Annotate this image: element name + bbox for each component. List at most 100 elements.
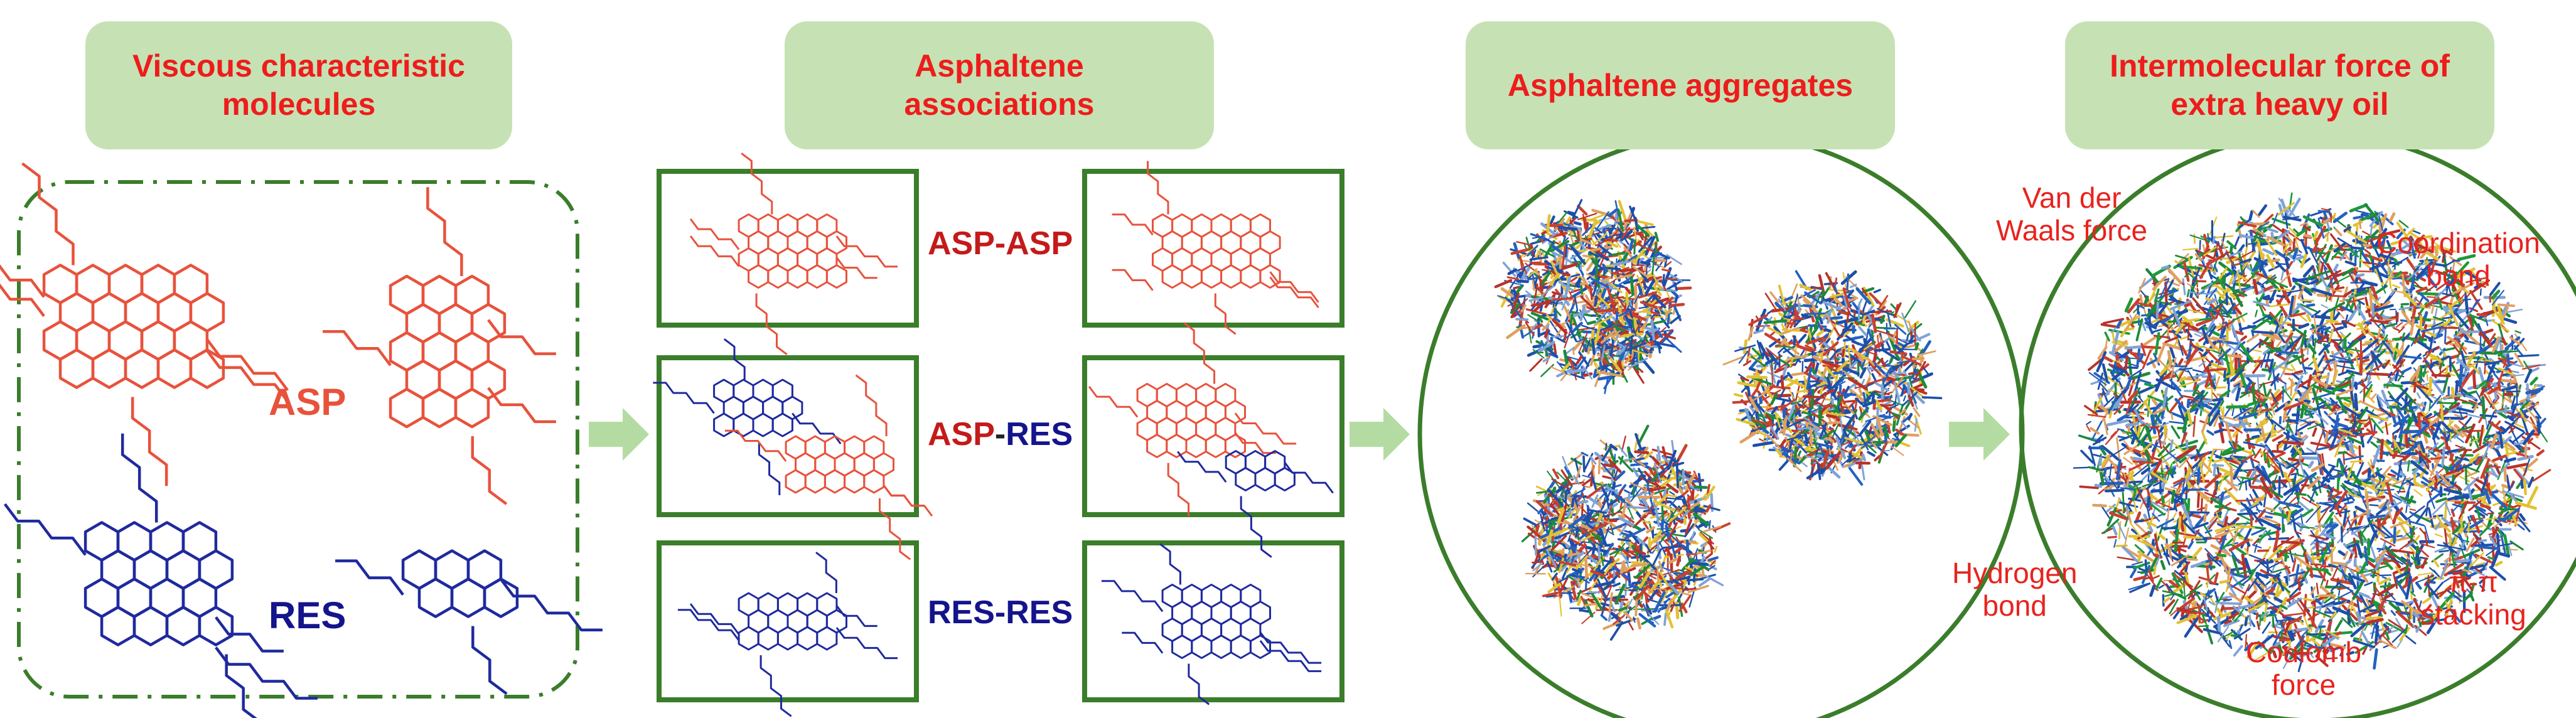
alkyl-chain: [1122, 631, 1164, 654]
atom-bond: [1881, 383, 1884, 403]
alkyl-chain: [724, 429, 787, 462]
atom-bond: [1876, 415, 1884, 437]
atom-bond: [2208, 366, 2226, 377]
atom-bond: [2417, 572, 2434, 576]
atom-bond: [2196, 316, 2218, 327]
atom-bond: [1564, 490, 1567, 504]
atom-bond: [2447, 493, 2469, 501]
atom-bond: [2230, 573, 2243, 589]
alkyl-chain: [835, 605, 877, 627]
atom-bond: [2354, 462, 2364, 481]
atom-bond: [1922, 366, 1930, 376]
atom-bond: [1803, 375, 1808, 394]
atom-bond: [1506, 324, 1526, 340]
atom-bond: [2164, 487, 2181, 495]
atom-bond: [2189, 284, 2199, 299]
alkyl-chain: [1284, 462, 1334, 494]
atom-bond: [1582, 478, 1593, 486]
atom-bond: [1666, 449, 1677, 471]
atom-bond: [2172, 497, 2177, 512]
atom-bond: [1661, 506, 1665, 521]
atom-bond: [1661, 268, 1671, 272]
atom-bond: [2400, 367, 2412, 374]
atom-bond: [2469, 314, 2487, 322]
atom-bond: [2194, 333, 2202, 338]
ring: [198, 606, 234, 646]
atom-bond: [1791, 372, 1808, 377]
atom-bond: [1654, 494, 1668, 508]
atom-bond: [1595, 237, 1614, 247]
atom-bond: [1690, 565, 1706, 576]
atom-bond: [1529, 256, 1548, 261]
atom-bond: [2139, 335, 2159, 349]
atom-bond: [2382, 514, 2390, 524]
atom-bond: [1573, 221, 1582, 226]
ring: [806, 264, 828, 289]
atom-bond: [2388, 619, 2405, 630]
atom-bond: [1857, 336, 1874, 355]
atom-bond: [1582, 598, 1604, 601]
atom-bond: [2189, 522, 2196, 533]
atom-bond: [1641, 520, 1651, 525]
atom-bond: [1801, 313, 1809, 318]
atom-bond: [2383, 491, 2403, 501]
atom-bond: [2435, 521, 2441, 530]
atom-bond: [1764, 292, 1778, 313]
atom-bond: [2132, 456, 2149, 462]
atom-bond: [2272, 650, 2277, 658]
atom-bond: [2334, 344, 2344, 358]
atom-bond: [1857, 326, 1867, 336]
atom-bond: [1672, 533, 1685, 537]
atom-bond: [2399, 627, 2410, 641]
atom-bond: [1663, 612, 1667, 626]
atom-bond: [1629, 205, 1638, 223]
atom-bond: [1877, 363, 1896, 375]
ring: [1259, 264, 1281, 289]
atom-bond: [1567, 210, 1575, 215]
atom-bond: [1566, 509, 1572, 517]
atom-bond: [1653, 462, 1662, 484]
atom-bond: [1703, 505, 1720, 512]
alkyl-chain: [1177, 451, 1227, 483]
atom-bond: [1832, 396, 1843, 417]
ring: [1205, 434, 1226, 458]
atom-bond: [2497, 303, 2516, 308]
atom-bond: [1740, 377, 1750, 382]
atom-bond: [2214, 428, 2224, 434]
atom-bond: [1800, 328, 1808, 333]
atom-bond: [2300, 252, 2309, 269]
atom-bond: [1602, 526, 1610, 545]
atom-bond: [1596, 308, 1619, 313]
atom-bond: [1582, 254, 1594, 259]
atom-bond: [1594, 451, 1609, 465]
atom-bond: [2283, 619, 2287, 626]
atom-bond: [1803, 371, 1825, 384]
atom-bond: [1640, 301, 1661, 310]
atom-bond: [1567, 552, 1580, 557]
ring: [483, 577, 519, 618]
atom-bond: [1494, 279, 1513, 289]
atom-bond: [1657, 307, 1662, 314]
atom-bond: [2326, 579, 2329, 587]
atom-bond: [1794, 385, 1800, 404]
atom-bond: [1618, 308, 1634, 317]
atom-bond: [1544, 240, 1555, 258]
atom-bond: [1646, 585, 1661, 597]
atom-bond: [1607, 267, 1621, 271]
atom-bond: [1586, 222, 1589, 231]
atom-bond: [1576, 229, 1580, 242]
alkyl-chain: [1159, 543, 1181, 585]
atom-bond: [1722, 356, 1744, 366]
atom-bond: [1893, 382, 1901, 403]
atom-bond: [1609, 357, 1623, 373]
atom-bond: [1533, 283, 1538, 306]
atom-bond: [1560, 373, 1567, 382]
atom-bond: [1580, 296, 1597, 312]
asp-molecule-1: [0, 162, 289, 486]
atom-bond: [1629, 272, 1634, 296]
atom-bond: [2466, 537, 2475, 552]
atom-bond: [1751, 355, 1766, 367]
ring: [156, 348, 193, 389]
atom-bond: [1751, 418, 1773, 426]
